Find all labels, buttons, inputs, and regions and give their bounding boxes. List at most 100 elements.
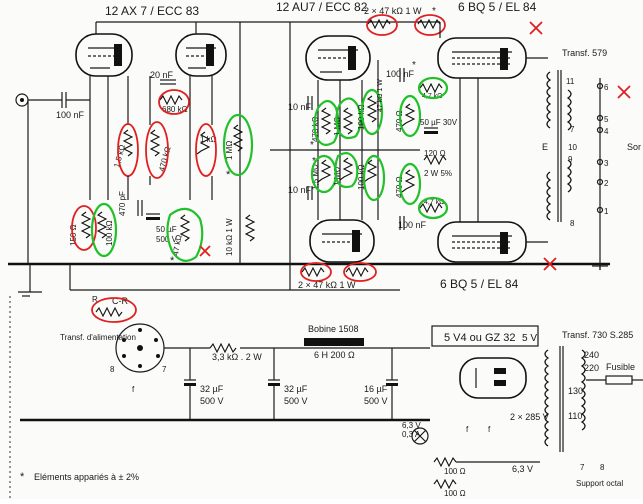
green-circle-47k-left [166, 207, 204, 262]
rectifier-5v: 5 V [522, 333, 537, 344]
cap-470pf-label: 470 pF [118, 191, 127, 216]
resistor-3k3 [209, 342, 237, 354]
cap-10nf-a-label: 10 nF [288, 102, 312, 112]
r-mark-label: R [92, 295, 98, 304]
cap-32uf-b-v: 500 V [284, 396, 308, 406]
resistor-100-b-label: 100 Ω [444, 489, 466, 498]
cap-50uf-30v [424, 127, 438, 134]
resistor-ps-100k [366, 95, 378, 123]
rectifier-tube [459, 357, 527, 399]
psu-primary-coil [580, 349, 586, 431]
tube-label-output-top: 6 BQ 5 / EL 84 [458, 0, 537, 14]
resistor-2w5-label: 2 W 5% [424, 169, 452, 178]
resistor-680k [159, 94, 183, 106]
pin-3-label: 3 [604, 159, 609, 168]
resistor-bottom-pair-a [301, 266, 325, 278]
v-240: 240 [584, 350, 599, 360]
red-circle-680k [158, 89, 190, 115]
preamp-tube-left [75, 33, 133, 77]
green-circle-ps-1meg-b [334, 152, 359, 189]
cap-10nf-a [307, 96, 313, 110]
bobine-spec: 6 H 200 Ω [314, 350, 355, 360]
output-primary-coil-bottom [546, 171, 552, 221]
resistor-ps-1-5meg-label: 1,5 MΩ [311, 164, 320, 190]
top-pair-label: 2 × 47 kΩ 1 W [364, 6, 422, 16]
output-tube-bottom [437, 221, 527, 263]
resistor-100-b [433, 478, 457, 490]
green-circle-ps-1meg [335, 97, 362, 140]
output-tube-top [437, 37, 527, 79]
resistor-ps-1meg-b-label: 1 MΩ [333, 167, 342, 186]
resistor-ps-1meg [342, 107, 354, 135]
phase-splitter-tube-top [305, 35, 371, 81]
resistor-10k-1w-label: 10 kΩ 1 W [225, 218, 234, 256]
speaker-pin-1 [596, 206, 604, 214]
red-circle-470k [145, 121, 169, 179]
green-circle-1meg [222, 113, 254, 177]
selector-7: 7 [162, 365, 167, 374]
pin-6-label: 6 [604, 83, 609, 92]
green-circle-4-7k [417, 76, 449, 100]
transf-579-label: Transf. 579 [562, 48, 607, 58]
tap-7: 7 [570, 125, 575, 134]
psu-secondary-coil [544, 349, 550, 447]
bottom-pair-label: 2 × 47 kΩ 1 W [298, 280, 356, 290]
star-1meg: * [226, 169, 231, 181]
v-110: 110 [568, 411, 582, 421]
lamp-i-label: 0,3 A [402, 430, 421, 439]
resistor-4-7k [419, 82, 443, 94]
star-100nf: * [412, 60, 416, 71]
resistor-470k-a [149, 129, 161, 157]
tap-8: 8 [570, 219, 575, 228]
resistor-1k-label: 1 kΩ [200, 135, 217, 144]
fuse-symbol [605, 375, 633, 385]
resistor-bottom-pair-b [345, 266, 369, 278]
v-130: 130 [568, 386, 583, 396]
sortie-label: Sor [627, 142, 641, 152]
cap-32uf-a-v: 500 V [200, 396, 224, 406]
cap-32uf-a [184, 348, 196, 420]
cap-100nf-b [399, 216, 405, 230]
selector-8: 8 [110, 365, 115, 374]
cap-16uf-v: 500 V [364, 396, 388, 406]
tap-9: 9 [568, 155, 573, 164]
green-circle-ps-100k-b [362, 154, 386, 202]
red-cross-speaker [617, 85, 631, 99]
octal-7: 7 [580, 463, 585, 472]
red-cross-mid [199, 245, 211, 257]
red-cross-top [529, 21, 543, 35]
pin-2-label: 2 [604, 179, 609, 188]
bobine-coil [304, 338, 364, 346]
ps-1w-label: 47 kΩ 1 W [377, 79, 384, 112]
cap-100nf-a-label: 100 nF [386, 69, 415, 79]
cap-470pf [137, 200, 143, 216]
green-circle-4-7k-b [417, 196, 449, 220]
cap-50v-label: 500 V [156, 235, 178, 244]
resistor-ps-470k [320, 107, 332, 135]
cap-20nf [160, 79, 176, 85]
red-circle-top-pair-a [366, 14, 398, 36]
resistor-120 [423, 154, 447, 166]
resistor-100-a-label: 100 Ω [444, 467, 466, 476]
support-octal-label: Support octal [576, 479, 623, 488]
resistor-150 [80, 211, 92, 239]
input-capacitor [61, 92, 67, 108]
green-circle-100k-left [90, 202, 118, 258]
red-circle-bottom-pair-b [343, 262, 377, 282]
cap-16uf [386, 348, 398, 420]
f-mark-a: f [466, 425, 469, 434]
cap-32uf-b [268, 348, 280, 420]
footnote-star: * [20, 471, 25, 483]
phase-splitter-tube-bottom [309, 219, 375, 263]
resistor-1meg [232, 124, 244, 152]
output-secondary-coil [566, 89, 572, 131]
green-circle-ps-470k [313, 99, 340, 146]
red-circle-cr [91, 297, 137, 323]
tube-label-output-bottom: 6 BQ 5 / EL 84 [440, 277, 519, 291]
output-primary-coil-top [546, 71, 552, 129]
pin-5-label: 5 [604, 115, 609, 124]
resistor-top-pair-a [367, 18, 391, 30]
transf-alim-label: Transf. d'alimentation [60, 333, 136, 342]
cap-10nf-b [307, 186, 313, 200]
